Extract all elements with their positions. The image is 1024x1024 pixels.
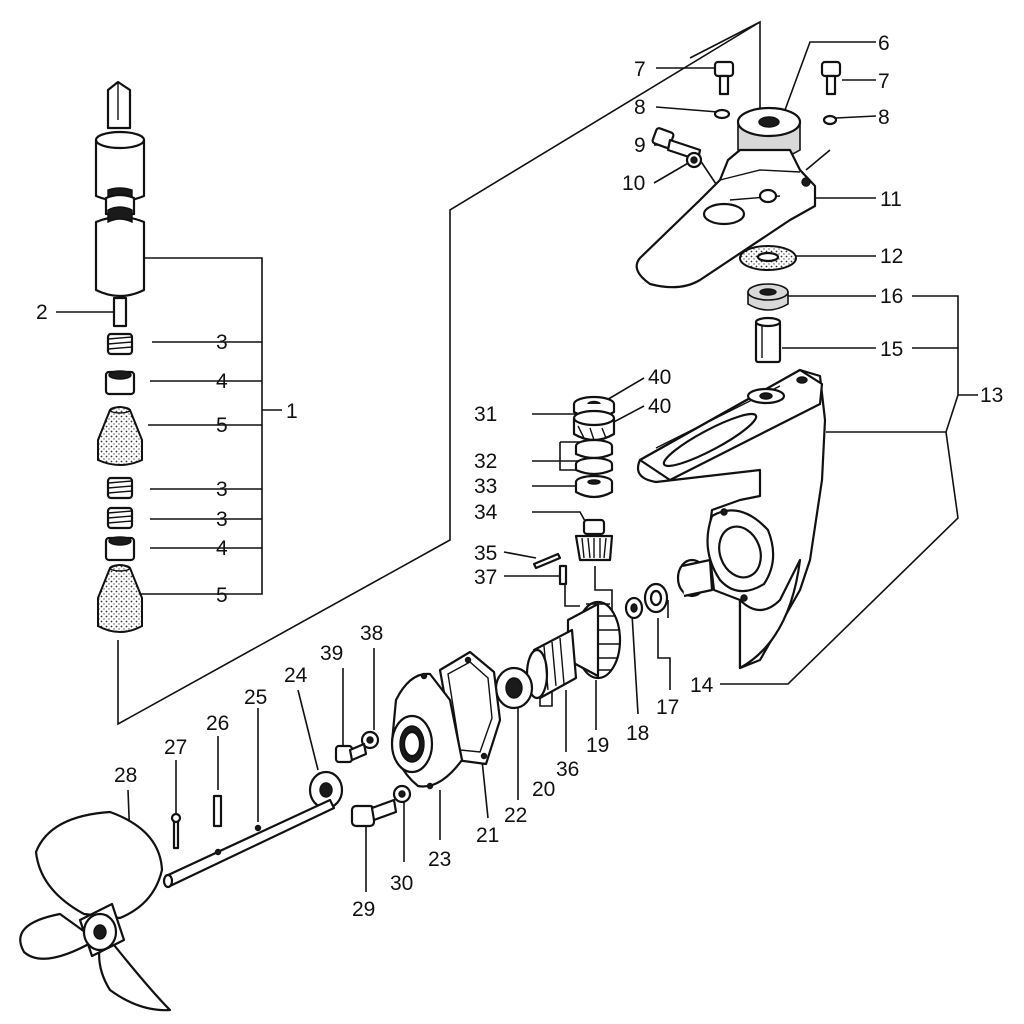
label-18: 18 <box>626 722 649 745</box>
bolt <box>820 60 842 96</box>
spring <box>106 332 134 356</box>
propeller <box>19 810 172 1012</box>
bevel-gear <box>566 600 622 680</box>
gear-train <box>494 395 714 710</box>
label-36: 36 <box>556 758 579 781</box>
leader-lines <box>56 20 978 892</box>
label-38: 38 <box>360 622 383 645</box>
label-17: 17 <box>656 696 679 719</box>
label-3: 3 <box>216 331 228 354</box>
label-2: 2 <box>36 301 48 324</box>
label-10: 10 <box>622 172 645 195</box>
sleeve <box>754 316 782 364</box>
washer <box>739 245 797 271</box>
gear-case-cover <box>334 650 502 828</box>
spring <box>106 506 134 530</box>
label-5: 5 <box>216 584 228 607</box>
bolt <box>334 742 368 764</box>
label-22: 22 <box>504 804 527 827</box>
washer <box>624 596 644 620</box>
label-30: 30 <box>390 872 413 895</box>
label-32: 32 <box>474 450 497 473</box>
bolt <box>350 798 398 828</box>
bushing <box>574 474 614 499</box>
label-6: 6 <box>878 32 890 55</box>
thrust-bearing <box>572 409 616 442</box>
motor-mount-assembly <box>635 60 842 364</box>
label-14: 14 <box>690 674 714 697</box>
label-7: 7 <box>634 58 646 81</box>
ball-bearing <box>676 558 714 598</box>
label-3: 3 <box>216 478 228 501</box>
label-4: 4 <box>216 370 228 393</box>
ball-bearing <box>494 666 534 710</box>
seal <box>643 582 669 614</box>
label-21: 21 <box>476 824 499 847</box>
spring <box>106 476 134 500</box>
weight <box>97 406 143 466</box>
label-25: 25 <box>244 686 267 709</box>
part-number-labels: 1 2 3 4 5 3 3 4 5 6 7 7 8 8 9 10 11 12 1… <box>36 32 1003 921</box>
label-12: 12 <box>880 245 903 268</box>
label-9: 9 <box>634 134 646 157</box>
gear-hub <box>525 628 578 700</box>
propeller-assembly <box>19 770 344 1012</box>
label-4: 4 <box>216 537 228 560</box>
weight <box>97 564 143 633</box>
label-13: 13 <box>980 384 1003 407</box>
spacer <box>574 456 614 476</box>
label-28: 28 <box>114 764 137 787</box>
label-29: 29 <box>352 898 375 921</box>
label-31: 31 <box>474 403 497 426</box>
label-20: 20 <box>532 778 555 801</box>
label-35: 35 <box>474 542 497 565</box>
lower-unit-housing <box>636 368 827 670</box>
label-40: 40 <box>648 395 671 418</box>
label-16: 16 <box>880 285 903 308</box>
label-8: 8 <box>878 106 890 129</box>
label-33: 33 <box>474 475 497 498</box>
drive-coupling-assembly <box>94 80 146 633</box>
label-15: 15 <box>880 338 903 361</box>
label-24: 24 <box>284 664 308 687</box>
collar <box>104 536 136 562</box>
label-40: 40 <box>648 366 671 389</box>
label-39: 39 <box>320 642 343 665</box>
label-23: 23 <box>428 848 451 871</box>
collar <box>104 370 136 396</box>
label-8: 8 <box>634 96 646 119</box>
label-26: 26 <box>206 712 229 735</box>
bolt <box>713 60 735 96</box>
mount-housing <box>635 148 817 289</box>
label-1: 1 <box>286 400 298 423</box>
label-5: 5 <box>216 414 228 437</box>
pinion-gear <box>574 518 614 562</box>
spacer <box>574 438 614 460</box>
label-34: 34 <box>474 501 498 524</box>
label-19: 19 <box>586 734 609 757</box>
bushing <box>747 283 789 311</box>
label-3: 3 <box>216 508 228 531</box>
label-37: 37 <box>474 566 497 589</box>
label-7: 7 <box>878 70 890 93</box>
grommet <box>736 106 802 160</box>
label-11: 11 <box>880 188 902 211</box>
label-27: 27 <box>164 736 187 759</box>
